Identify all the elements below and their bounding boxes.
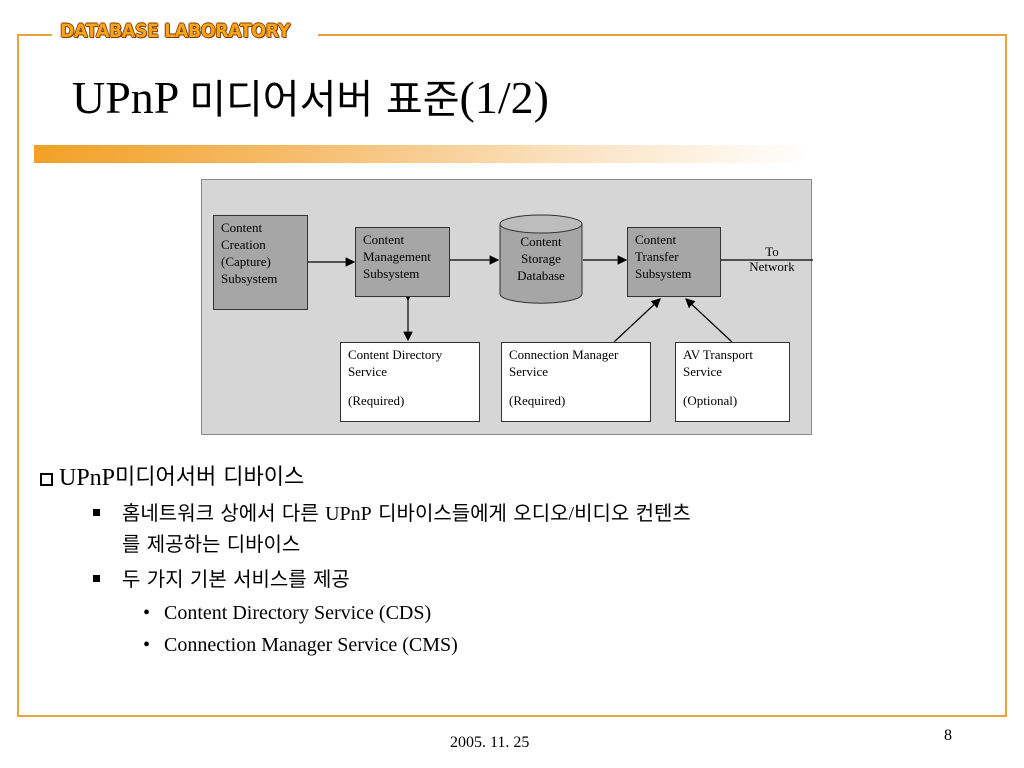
box-line: Service	[509, 364, 548, 379]
box-status: (Required)	[348, 393, 405, 408]
box-line: Subsystem	[363, 266, 420, 281]
cms-service-box: Connection Manager Service (Required)	[501, 342, 651, 422]
bullet-heading: UPnP 미디어서버 디바이스	[40, 462, 1000, 494]
item1-part-a: 홈네트워크 상에서 다른	[122, 501, 326, 525]
box-line: Management	[363, 249, 431, 264]
sub1-text: Content Directory Service (CDS)	[164, 602, 432, 624]
box-line: Subsystem	[635, 266, 692, 281]
box-line: (Capture)	[221, 254, 271, 269]
arrow-cms-to-transfer	[613, 298, 661, 343]
box-line: AV Transport	[683, 347, 753, 362]
dot-bullet-icon: •	[143, 634, 151, 656]
content-storage-label: Content Storage Database	[500, 233, 582, 284]
item1-part-d: /	[568, 503, 575, 525]
box-line: Content Directory	[348, 347, 443, 362]
box-line: Content	[363, 232, 405, 247]
box-status: (Optional)	[683, 393, 738, 408]
title-underline-bar	[34, 145, 809, 163]
bullet-item-1: 홈네트워크 상에서 다른 UPnP 디바이스들에게 오디오/비디오 컨텐츠 를 …	[40, 498, 1000, 560]
content-creation-box: Content Creation (Capture) Subsystem	[213, 215, 308, 310]
arrow-avt-to-transfer	[685, 298, 733, 343]
box-line: Database	[517, 268, 565, 283]
box-line: Connection Manager	[509, 347, 619, 362]
box-line: Content	[520, 234, 562, 249]
diagram-connectors	[307, 214, 813, 343]
bullet-item-2: 두 가지 기본 서비스를 제공	[40, 564, 1000, 595]
bullet-list: UPnP 미디어서버 디바이스 홈네트워크 상에서 다른 UPnP 디바이스들에…	[40, 462, 1000, 659]
box-line: To	[765, 244, 779, 259]
content-transfer-box: Content Transfer Subsystem	[627, 227, 721, 297]
page-number: 8	[944, 727, 952, 744]
slide-frame	[17, 34, 1007, 717]
upnp-architecture-diagram: Content Creation (Capture) Subsystem Con…	[201, 179, 813, 435]
brand-text: DATABASE LABORATORY	[60, 20, 290, 42]
title-suffix: (1/2)	[459, 72, 549, 123]
sub2-text: Connection Manager Service (CMS)	[164, 634, 458, 656]
footer-date: 2005. 11. 25	[450, 734, 530, 751]
cds-service-box: Content Directory Service (Required)	[340, 342, 480, 422]
checkbox-bullet-icon	[40, 472, 53, 486]
item1-part-b: UPnP	[325, 503, 372, 525]
box-status: (Required)	[509, 393, 566, 408]
box-line: Content	[221, 220, 263, 235]
brand-logo: DATABASE LABORATORY	[52, 20, 318, 42]
sub-bullet-cds: • Content Directory Service (CDS)	[40, 599, 1000, 627]
item1-part-e: 비디오 컨텐츠	[574, 501, 691, 525]
title-korean: 미디어서버 표준	[189, 77, 460, 123]
to-network-label: To Network	[742, 244, 802, 274]
heading-korean: 미디어서버 디바이스	[115, 465, 305, 490]
avt-service-box: AV Transport Service (Optional)	[675, 342, 790, 422]
title-latin: UPnP	[72, 72, 190, 123]
dot-bullet-icon: •	[143, 602, 151, 624]
item1-part-c: 디바이스들에게 오디오	[371, 501, 569, 525]
box-line: Service	[348, 364, 387, 379]
square-bullet-icon	[93, 509, 100, 516]
heading-latin: UPnP	[59, 465, 116, 491]
box-line: Creation	[221, 237, 266, 252]
box-line: Transfer	[635, 249, 679, 264]
box-line: Network	[749, 259, 795, 274]
box-line: Service	[683, 364, 722, 379]
item1-line-2: 를 제공하는 디바이스	[122, 532, 301, 556]
box-line: Subsystem	[221, 271, 278, 286]
slide-title: UPnP 미디어서버 표준(1/2)	[72, 68, 549, 130]
content-management-box: Content Management Subsystem	[355, 227, 450, 297]
square-bullet-icon	[93, 575, 100, 582]
box-line: Storage	[521, 251, 561, 266]
item2-text: 두 가지 기본 서비스를 제공	[122, 567, 350, 591]
sub-bullet-cms: • Connection Manager Service (CMS)	[40, 631, 1000, 659]
box-line: Content	[635, 232, 677, 247]
storage-database-cylinder	[499, 214, 583, 304]
